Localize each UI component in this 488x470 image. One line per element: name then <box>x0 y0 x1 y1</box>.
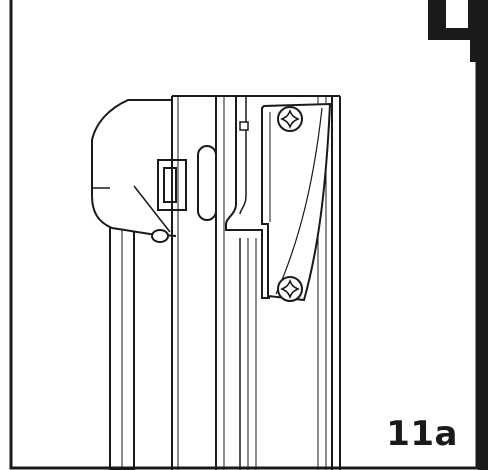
clamp-bracket <box>91 99 177 237</box>
profile-slot <box>197 145 217 221</box>
right-edge-bar <box>478 62 488 470</box>
figure-label: 11a <box>386 414 458 454</box>
screw-head-icon <box>277 106 303 132</box>
inner-channel <box>225 96 270 470</box>
screw-head-icon <box>277 276 303 302</box>
frame-border <box>9 0 479 470</box>
hinge-plate <box>261 102 332 302</box>
corner-tab-notch <box>446 0 468 28</box>
